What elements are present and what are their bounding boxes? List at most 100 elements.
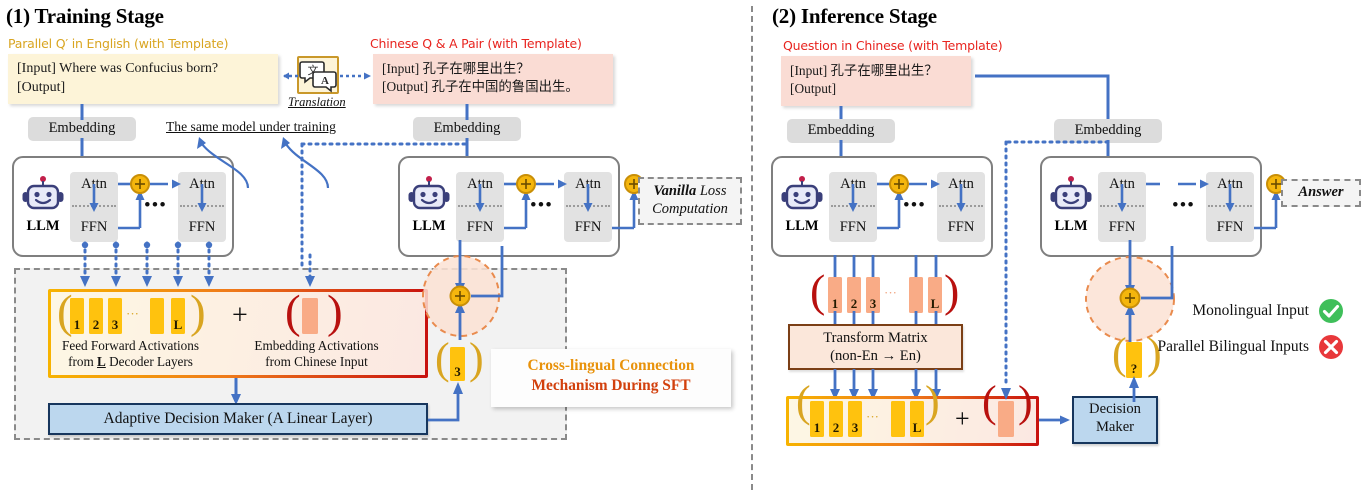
inf-emb-token xyxy=(998,401,1014,437)
chinese-prompt-line-2: [Output] 孔子在中国的鲁国出生。 xyxy=(382,79,579,95)
connector-en-prompt-embed xyxy=(80,104,84,120)
inf-ff-token-ellipsis: ··· xyxy=(866,409,879,424)
embedding-chip-inference-right: Embedding xyxy=(1054,119,1162,143)
translation-icon-box: 文 A xyxy=(297,56,339,94)
inf-emb-bracket-close: ) xyxy=(1018,377,1033,426)
vanilla-loss-line-2: Computation xyxy=(652,201,728,218)
training-merge-node xyxy=(449,240,504,340)
legend-monolingual-label: Monolingual Input xyxy=(1192,302,1309,319)
unknown-token: ? xyxy=(1126,342,1142,378)
salmon-token-penultimate xyxy=(909,277,923,313)
ff-token-penultimate xyxy=(150,298,164,334)
embedding-chip-english: Embedding xyxy=(28,117,136,141)
ff-token-ellipsis: ··· xyxy=(126,306,139,321)
ff-token-l: L xyxy=(171,298,185,334)
emb-token xyxy=(302,298,318,334)
english-prompt-line-1: [Input] Where was Confucius born? xyxy=(17,61,219,76)
arrow-to-decision-maker xyxy=(1039,415,1070,425)
salmon-bracket-open: ( xyxy=(810,265,826,316)
salmon-token-ellipsis: ··· xyxy=(884,285,897,300)
ffn-label-l-inference-left: FFN xyxy=(947,219,975,235)
ffn-label-1-english: FFN xyxy=(80,219,108,235)
vanilla-loss-line-1: Vanilla Loss xyxy=(653,183,727,199)
selected-token-bracket-close: ) xyxy=(469,334,484,383)
llm-label-chinese: LLM xyxy=(412,218,446,234)
ffn-label-1-chinese: FFN xyxy=(466,219,494,235)
salmon-token-1: 1 xyxy=(828,277,842,313)
connector-zh-prompt-embed xyxy=(465,104,469,120)
dotted-feed-inference-embedding xyxy=(1001,140,1110,400)
decision-maker-box: Decision Maker xyxy=(1072,396,1158,444)
english-pair-caption: Parallel Q′ in English (with Template) xyxy=(8,36,229,51)
inf-emb-bracket-open: ( xyxy=(982,377,997,426)
ffn-label-1-inference-left: FFN xyxy=(839,219,867,235)
llm-label-english: LLM xyxy=(26,218,60,234)
ffn-label-l-english: FFN xyxy=(188,219,216,235)
dotted-feed-embedding-token xyxy=(305,253,315,287)
inference-prompt-box: [Input] 孔子在哪里出生？ [Output] xyxy=(781,56,971,106)
training-stage-title: (1) Training Stage xyxy=(6,4,164,28)
english-prompt-box: [Input] Where was Confucius born? [Outpu… xyxy=(8,54,278,104)
inference-activations-plus: + xyxy=(955,404,970,433)
arrow-activations-to-adm xyxy=(231,378,241,405)
chinese-prompt-box: [Input] 孔子在哪里出生？ [Output] 孔子在中国的鲁国出生。 xyxy=(373,54,613,104)
robot-icon-inference-left xyxy=(781,176,823,210)
llm-internal-wiring-english xyxy=(89,174,207,230)
wire-decision-maker-to-unknown-token xyxy=(1129,376,1139,402)
chinese-prompt-line-1: [Input] 孔子在哪里出生？ xyxy=(382,61,530,76)
layer-ellipsis-english: ••• xyxy=(144,195,167,216)
layer-ellipsis-chinese: ••• xyxy=(530,195,553,216)
inf-ff-bracket-open: ( xyxy=(796,377,811,426)
cross-icon xyxy=(1319,335,1343,359)
panel-divider xyxy=(751,6,753,490)
decision-maker-line-1: Decision xyxy=(1089,401,1141,417)
emb-activations-label-line-2: from Chinese Input xyxy=(265,353,368,369)
ff-token-2: 2 xyxy=(89,298,103,334)
decision-maker-line-2: Maker xyxy=(1095,418,1135,435)
salmon-bracket-close: ) xyxy=(944,265,960,316)
translate-icon: 文 A xyxy=(299,61,337,93)
dotted-activation-feeds xyxy=(80,241,214,287)
ffn-label-l-chinese: FFN xyxy=(574,219,602,235)
transform-matrix-line-1: Transform Matrix xyxy=(823,330,928,346)
emb-bracket-open: ( xyxy=(285,286,301,338)
inference-question-caption: Question in Chinese (with Template) xyxy=(783,38,1003,53)
wire-adm-to-selected-token xyxy=(428,382,463,422)
cross-lingual-caption-card: Cross-lingual Connection Mechanism Durin… xyxy=(491,349,731,407)
curve-arrow-left-llm-to-note xyxy=(197,137,250,189)
selected-token-bracket-open: ( xyxy=(435,334,450,383)
translation-arrows xyxy=(283,72,371,80)
ff-activations-label-line-1: Feed Forward Activations xyxy=(62,338,199,353)
llm-wiring-inference-right xyxy=(1117,174,1306,230)
curve-arrow-right-llm-to-note xyxy=(281,137,330,189)
llm-label-inference-right: LLM xyxy=(1054,218,1088,234)
inf-ff-token-l: L xyxy=(910,401,924,437)
translation-label: Translation xyxy=(288,95,346,109)
vanilla-loss-box: Vanilla Loss Computation xyxy=(638,177,742,225)
layer-ellipsis-inference-left: ••• xyxy=(903,195,926,216)
ff-bracket-open: ( xyxy=(57,286,73,338)
ff-activations-label: Feed Forward Activations from L Decoder … xyxy=(48,338,213,369)
inf-ff-token-2: 2 xyxy=(829,401,843,437)
inf-ff-bracket-close: ) xyxy=(925,377,940,426)
unknown-token-bracket-open: ( xyxy=(1112,329,1127,378)
ff-activations-label-line-2: from L Decoder Layers xyxy=(68,353,193,369)
salmon-token-l: L xyxy=(928,277,942,313)
llm-label-inference-left: LLM xyxy=(785,218,819,234)
embedding-chip-inference-left: Embedding xyxy=(787,119,895,143)
svg-text:文: 文 xyxy=(308,63,319,77)
llm-internal-wiring-chinese xyxy=(475,174,664,230)
cross-lingual-caption-line-2: Mechanism During SFT xyxy=(531,377,691,395)
salmon-token-3: 3 xyxy=(866,277,880,313)
answer-box: Answer xyxy=(1281,179,1361,207)
wires-llm-to-salmon-tokens xyxy=(833,255,938,279)
emb-activations-label: Embedding Activations from Chinese Input xyxy=(234,338,399,369)
inference-prompt-line-2: [Output] xyxy=(790,81,837,97)
adaptive-decision-maker: Adaptive Decision Maker (A Linear Layer) xyxy=(48,403,428,435)
ff-token-1: 1 xyxy=(70,298,84,334)
transform-matrix-box: Transform Matrix (non-En → En) xyxy=(788,324,963,370)
check-icon xyxy=(1319,299,1343,323)
ffn-label-1-inference-right: FFN xyxy=(1108,219,1136,235)
llm-wiring-inference-left xyxy=(848,174,966,230)
same-model-note: The same model under training xyxy=(166,119,336,134)
